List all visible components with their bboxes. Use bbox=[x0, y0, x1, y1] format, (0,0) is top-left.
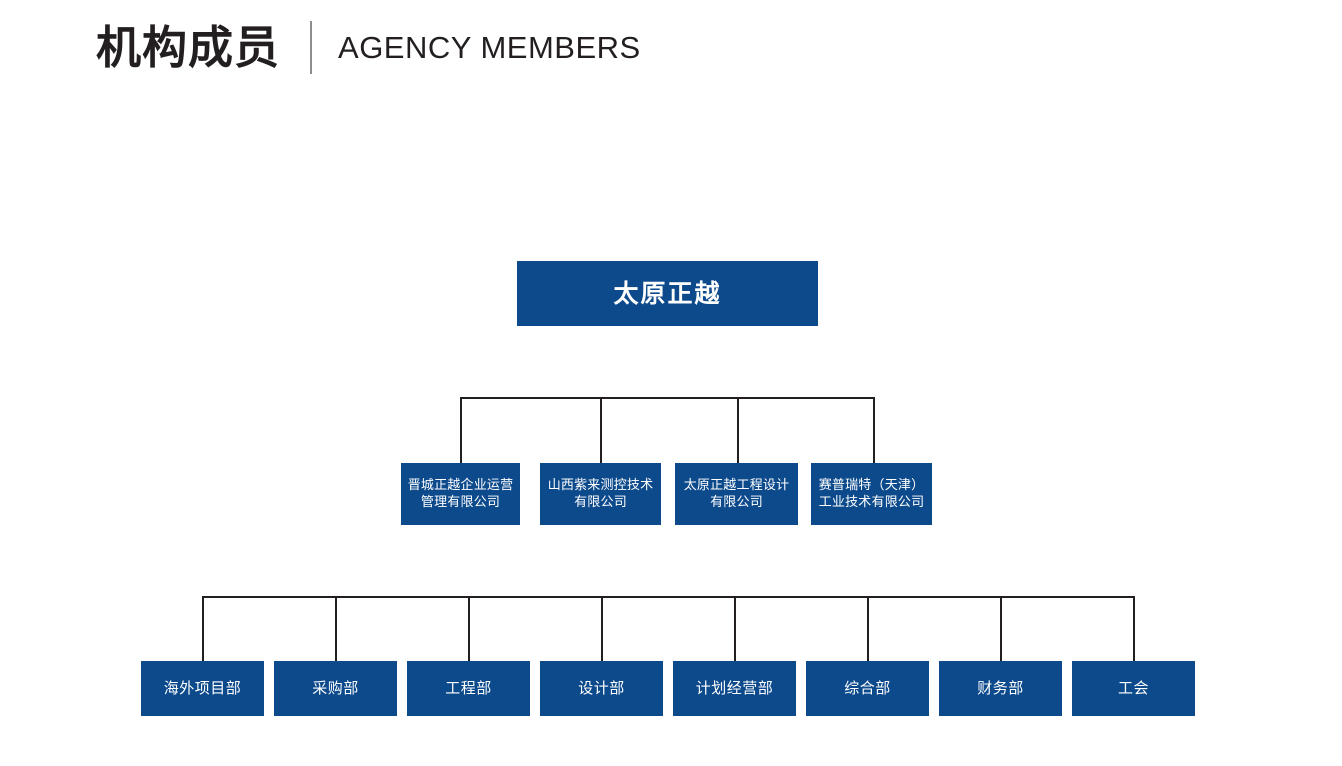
header-divider bbox=[310, 20, 313, 74]
org-node-root[interactable]: 太原正越 bbox=[517, 261, 818, 326]
level3-horizontal-bar bbox=[202, 596, 1133, 598]
level3-stem-2 bbox=[335, 596, 337, 661]
level2-stem-3 bbox=[737, 397, 739, 463]
level2-stem-4 bbox=[873, 397, 875, 463]
org-node-subsidiary-3[interactable]: 太原正越工程设计有限公司 bbox=[675, 463, 798, 525]
org-node-subsidiary-4[interactable]: 赛普瑞特（天津）工业技术有限公司 bbox=[811, 463, 932, 525]
org-node-department-6[interactable]: 综合部 bbox=[806, 661, 929, 716]
level2-horizontal-bar bbox=[460, 397, 873, 399]
level3-stem-8 bbox=[1133, 596, 1135, 661]
level3-stem-6 bbox=[867, 596, 869, 661]
level2-stem-1 bbox=[460, 397, 462, 463]
org-node-department-1[interactable]: 海外项目部 bbox=[141, 661, 264, 716]
page-title-chinese: 机构成员 bbox=[96, 21, 281, 73]
org-node-department-2[interactable]: 采购部 bbox=[274, 661, 397, 716]
org-node-subsidiary-1[interactable]: 晋城正越企业运营管理有限公司 bbox=[401, 463, 520, 525]
level3-stem-5 bbox=[734, 596, 736, 661]
level2-stem-2 bbox=[600, 397, 602, 463]
org-node-department-3[interactable]: 工程部 bbox=[407, 661, 530, 716]
org-node-department-7[interactable]: 财务部 bbox=[939, 661, 1062, 716]
org-node-department-5[interactable]: 计划经营部 bbox=[673, 661, 796, 716]
level3-stem-3 bbox=[468, 596, 470, 661]
level3-stem-4 bbox=[601, 596, 603, 661]
level3-stem-7 bbox=[1000, 596, 1002, 661]
org-node-department-8[interactable]: 工会 bbox=[1072, 661, 1195, 716]
slide-header: 机构成员 AGENCY MEMBERS bbox=[96, 14, 641, 80]
org-node-department-4[interactable]: 设计部 bbox=[540, 661, 663, 716]
page-title-english: AGENCY MEMBERS bbox=[338, 29, 641, 65]
level3-stem-1 bbox=[202, 596, 204, 661]
org-node-subsidiary-2[interactable]: 山西紫来测控技术有限公司 bbox=[540, 463, 661, 525]
